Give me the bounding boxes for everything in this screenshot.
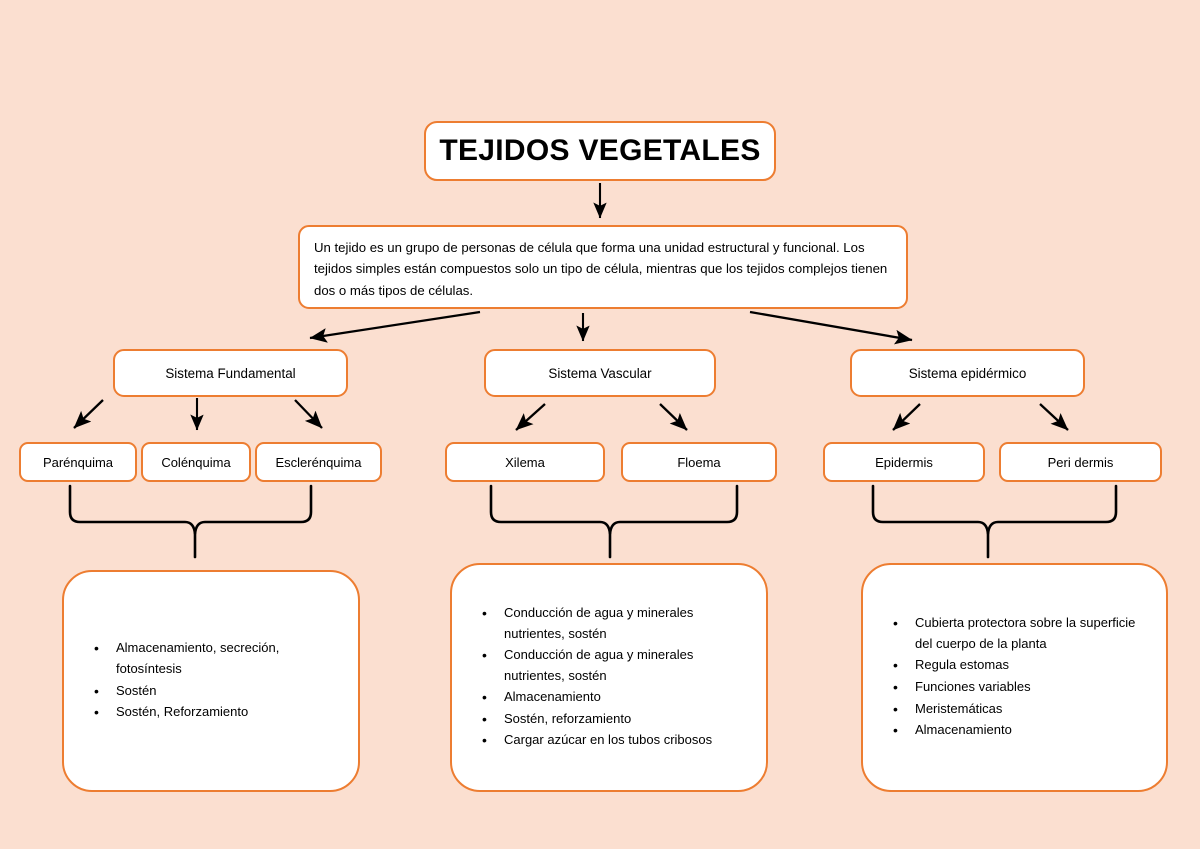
- arrow-description-to-fundamental: [309, 310, 481, 343]
- system-box-epidermico: Sistema epidérmico: [850, 349, 1085, 397]
- list-item: Conducción de agua y minerales nutriente…: [482, 644, 750, 686]
- system-label-fundamental: Sistema Fundamental: [165, 365, 296, 381]
- system-box-vascular: Sistema Vascular: [484, 349, 716, 397]
- tissue-box-peridermis: Peri dermis: [999, 442, 1162, 482]
- arrow-epidermico-to-peridermis: [1039, 403, 1069, 431]
- arrow-fundamental-to-parenquima: [73, 399, 104, 429]
- function-list-epidermico: Cubierta protectora sobre la superficie …: [873, 612, 1156, 741]
- list-item: Funciones variables: [893, 676, 1150, 698]
- list-item: Sostén: [94, 680, 342, 702]
- list-item: Regula estomas: [893, 654, 1150, 676]
- tissue-label-xilema: Xilema: [505, 454, 545, 470]
- function-list-box-fundamental: Almacenamiento, secreción, fotosíntesis …: [62, 570, 360, 792]
- tissue-label-peridermis: Peri dermis: [1047, 454, 1114, 470]
- arrow-description-to-epidermico: [749, 310, 913, 345]
- description-box: Un tejido es un grupo de personas de cél…: [298, 225, 908, 309]
- brace-vascular: [489, 484, 739, 559]
- list-item: Meristemáticas: [893, 698, 1150, 720]
- function-list-box-vascular: Conducción de agua y minerales nutriente…: [450, 563, 768, 792]
- arrow-fundamental-to-esclerenquima: [294, 399, 323, 429]
- tissue-label-esclerenquima: Esclerénquima: [275, 454, 362, 470]
- tissue-box-esclerenquima: Esclerénquima: [255, 442, 382, 482]
- list-item: Almacenamiento: [893, 719, 1150, 741]
- main-title-box: TEJIDOS VEGETALES: [424, 121, 776, 181]
- tissue-label-floema: Floema: [677, 454, 721, 470]
- arrow-vascular-to-floema: [659, 403, 688, 431]
- tissue-label-parenquima: Parénquima: [42, 454, 114, 470]
- tissue-label-epidermis: Epidermis: [875, 454, 933, 470]
- arrow-epidermico-to-epidermis: [892, 403, 921, 431]
- system-label-epidermico: Sistema epidérmico: [908, 365, 1027, 381]
- function-list-vascular: Conducción de agua y minerales nutriente…: [462, 602, 756, 752]
- tissue-box-epidermis: Epidermis: [823, 442, 985, 482]
- brace-epidermico: [871, 484, 1118, 559]
- list-item: Conducción de agua y minerales nutriente…: [482, 602, 750, 644]
- main-title-label: TEJIDOS VEGETALES: [439, 134, 761, 167]
- tissue-box-floema: Floema: [621, 442, 777, 482]
- list-item: Cargar azúcar en los tubos cribosos: [482, 729, 750, 751]
- system-box-fundamental: Sistema Fundamental: [113, 349, 348, 397]
- tissue-box-parenquima: Parénquima: [19, 442, 137, 482]
- list-item: Cubierta protectora sobre la superficie …: [893, 612, 1150, 654]
- brace-fundamental: [68, 484, 313, 559]
- tissue-label-colenquima: Colénquima: [161, 454, 231, 470]
- list-item: Almacenamiento: [482, 686, 750, 708]
- tissue-box-colenquima: Colénquima: [141, 442, 251, 482]
- system-label-vascular: Sistema Vascular: [548, 365, 652, 381]
- description-text: Un tejido es un grupo de personas de cél…: [314, 240, 888, 298]
- list-item: Almacenamiento, secreción, fotosíntesis: [94, 637, 342, 679]
- list-item: Sostén, Reforzamiento: [94, 701, 342, 723]
- function-list-box-epidermico: Cubierta protectora sobre la superficie …: [861, 563, 1168, 792]
- list-item: Sostén, reforzamiento: [482, 708, 750, 730]
- tissue-box-xilema: Xilema: [445, 442, 605, 482]
- function-list-fundamental: Almacenamiento, secreción, fotosíntesis …: [74, 637, 348, 723]
- arrow-vascular-to-xilema: [515, 403, 546, 431]
